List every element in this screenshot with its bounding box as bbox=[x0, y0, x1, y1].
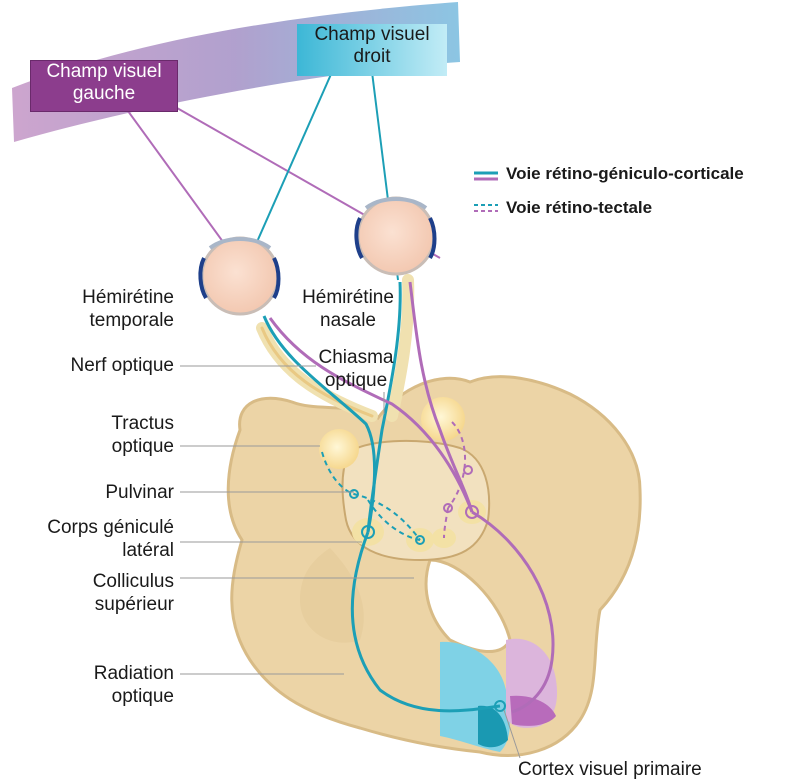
label-cortex: Cortex visuel primaire bbox=[518, 758, 778, 781]
label-pulvinar: Pulvinar bbox=[44, 481, 174, 504]
label-tract: Tractus optique bbox=[44, 412, 174, 458]
label-hemiretina-temporal: Hémirétine temporale bbox=[44, 286, 174, 332]
label-line: Chiasma bbox=[300, 346, 412, 369]
label-line: nasale bbox=[286, 309, 410, 332]
label-lgn: Corps géniculé latéral bbox=[4, 516, 174, 562]
right-visual-field-box: Champ visuel droit bbox=[297, 24, 447, 76]
label-line: latéral bbox=[4, 539, 174, 562]
label-colliculus: Colliculus supérieur bbox=[44, 570, 174, 616]
legend-dashed-label: Voie rétino-tectale bbox=[506, 198, 652, 218]
label-line: Tractus bbox=[44, 412, 174, 435]
right-eye bbox=[356, 198, 434, 274]
left-field-line-2: gauche bbox=[31, 83, 177, 105]
label-line: optique bbox=[44, 435, 174, 458]
label-line: optique bbox=[300, 369, 412, 392]
legend-solid-label: Voie rétino-géniculo-corticale bbox=[506, 164, 744, 184]
left-eye bbox=[200, 238, 278, 314]
label-line: Colliculus bbox=[44, 570, 174, 593]
right-field-line-2: droit bbox=[297, 46, 447, 68]
label-line: Radiation bbox=[44, 662, 174, 685]
label-chiasm: Chiasma optique bbox=[300, 346, 412, 392]
label-radiation: Radiation optique bbox=[44, 662, 174, 708]
label-line: supérieur bbox=[44, 593, 174, 616]
label-optic-nerve: Nerf optique bbox=[24, 354, 174, 377]
right-field-line-1: Champ visuel bbox=[297, 24, 447, 46]
label-line: Hémirétine bbox=[286, 286, 410, 309]
label-hemiretina-nasal: Hémirétine nasale bbox=[286, 286, 410, 332]
legend-swatches bbox=[474, 173, 498, 211]
label-line: optique bbox=[44, 685, 174, 708]
label-line: Corps géniculé bbox=[4, 516, 174, 539]
label-line: Hémirétine bbox=[44, 286, 174, 309]
left-visual-field-box: Champ visuel gauche bbox=[30, 60, 178, 112]
label-line: temporale bbox=[44, 309, 174, 332]
left-field-line-1: Champ visuel bbox=[31, 61, 177, 83]
